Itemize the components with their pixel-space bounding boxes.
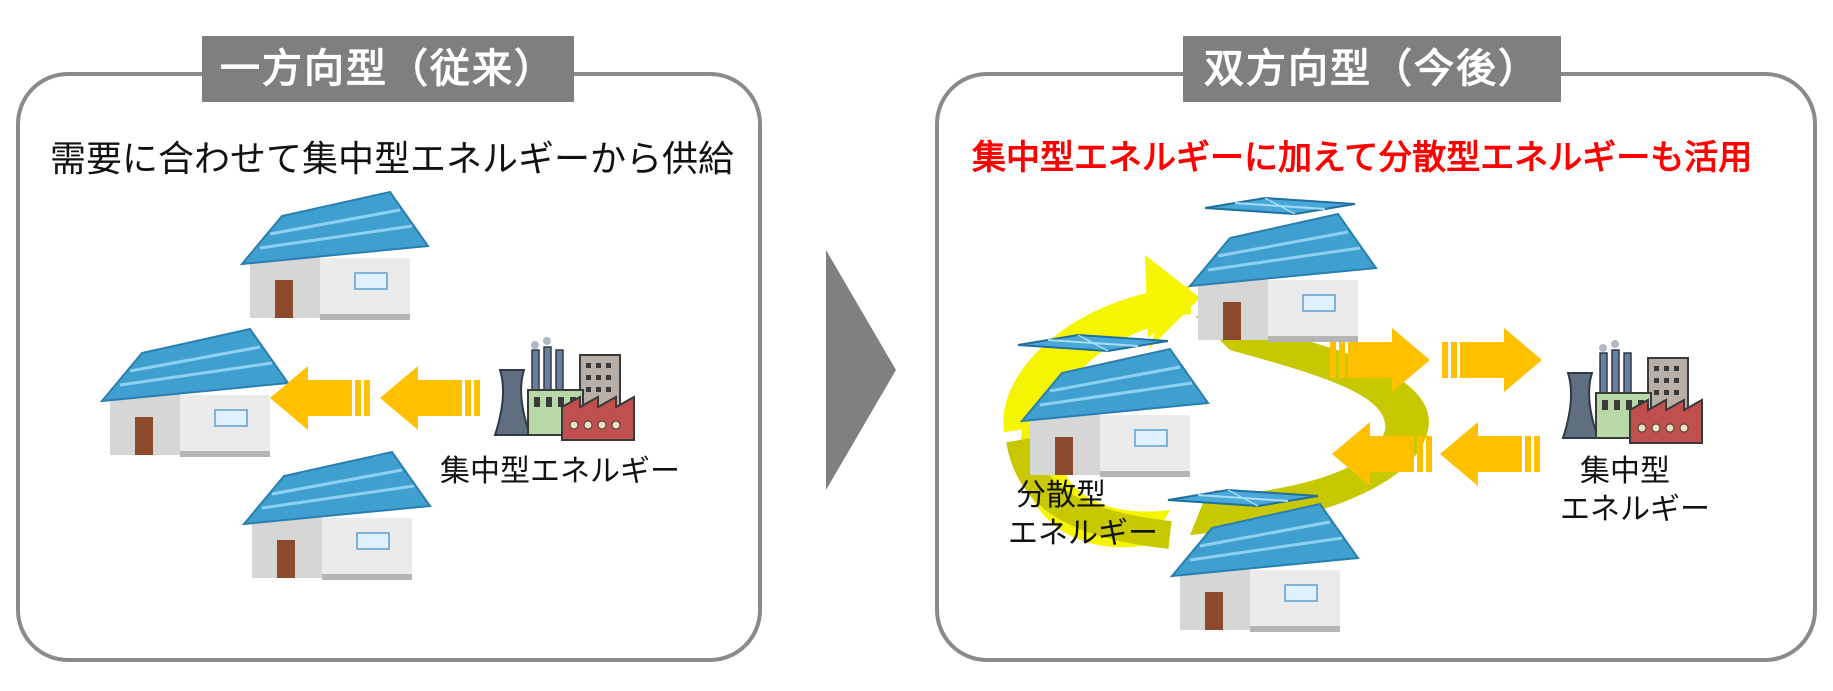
block-arrow-icon	[270, 366, 370, 430]
central-energy-label-line2: エネルギー	[1560, 492, 1710, 527]
factory-icon	[1562, 339, 1703, 444]
distributed-energy-label-line2: エネルギー	[1008, 516, 1158, 551]
central-energy-label: 集中型エネルギー	[440, 454, 680, 489]
one-way-title: 一方向型（従来）	[202, 36, 574, 102]
two-way-description: 集中型エネルギーに加えて分散型エネルギーも活用	[972, 138, 1753, 178]
block-arrow-icon	[1440, 422, 1540, 486]
two-way-title: 双方向型（今後）	[1183, 36, 1561, 102]
distributed-energy-label-line1: 分散型	[1016, 478, 1106, 513]
central-energy-label-line1: 集中型	[1580, 454, 1670, 489]
one-way-description: 需要に合わせて集中型エネルギーから供給	[50, 139, 735, 180]
block-arrow-icon	[1442, 328, 1542, 392]
transition-arrow-icon	[826, 250, 896, 490]
house-icon	[242, 450, 432, 582]
factory-icon	[494, 336, 635, 441]
house-icon	[100, 327, 290, 459]
block-arrow-icon	[380, 366, 480, 430]
house-icon	[240, 190, 430, 322]
solar-house-icon	[1188, 197, 1378, 344]
